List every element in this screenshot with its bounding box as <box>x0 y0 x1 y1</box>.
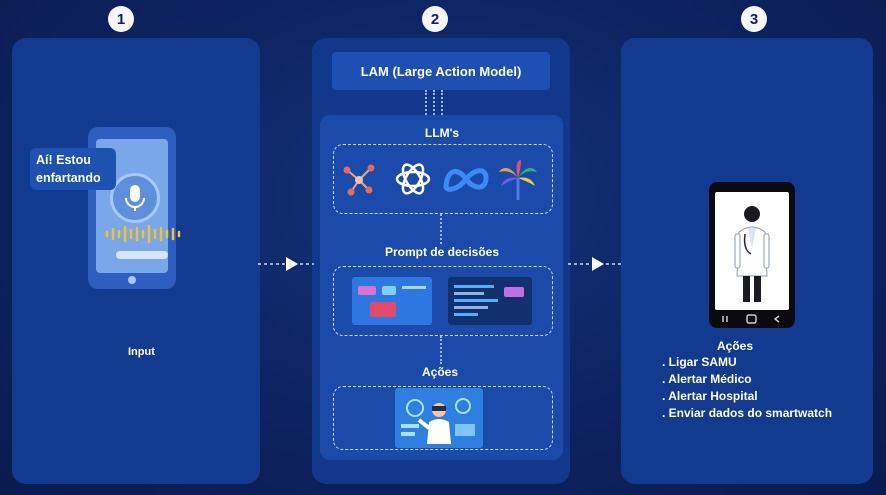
mistral-icon <box>343 164 375 196</box>
lam-title-box: LAM (Large Action Model) <box>332 52 550 90</box>
lam-title: LAM (Large Action Model) <box>360 63 522 79</box>
llm-icons-box <box>333 144 553 214</box>
step-2-badge: 2 <box>422 6 448 32</box>
doctor-icon <box>734 206 770 302</box>
connector <box>440 336 444 364</box>
actions-list: . Ligar SAMU . Alertar Médico . Alertar … <box>662 354 832 422</box>
openai-icon <box>395 163 431 195</box>
input-bar <box>116 251 168 259</box>
actions-box <box>333 386 553 450</box>
connector <box>425 90 429 115</box>
code-editor-icon <box>448 277 532 325</box>
arrow-right-icon <box>258 257 314 271</box>
actions-title: Ações <box>717 339 754 353</box>
action-item: . Ligar SAMU <box>662 355 737 369</box>
connector <box>440 214 444 244</box>
speech-line-2: enfartando <box>36 171 101 185</box>
code-window-icon <box>352 277 432 325</box>
connector <box>441 90 445 115</box>
soundwave-icon <box>105 225 181 243</box>
connector <box>433 90 437 115</box>
meta-icon <box>443 168 489 192</box>
engineer-illustration-icon <box>395 388 483 448</box>
smartphone-doctor-icon <box>709 182 795 328</box>
microphone-icon <box>110 173 160 223</box>
prompt-title: Prompt de decisões <box>384 245 500 259</box>
step-1-badge: 1 <box>108 6 134 32</box>
step-3-badge: 3 <box>741 6 767 32</box>
action-item: . Enviar dados do smartwatch <box>662 406 833 420</box>
action-item: . Alertar Médico <box>662 372 752 386</box>
llm-title: LLM's <box>424 126 460 140</box>
input-label: Input <box>128 346 155 358</box>
palm-icon <box>499 160 537 200</box>
actions-title-lam: Ações <box>421 365 459 379</box>
action-item: . Alertar Hospital <box>662 389 758 403</box>
arrow-right-icon <box>568 257 624 271</box>
phone-nav-icons <box>722 314 780 324</box>
speech-line-1: Aí! Estou <box>36 153 91 167</box>
smartphone-icon <box>88 127 176 289</box>
prompt-box <box>333 266 553 336</box>
speech-bubble: Aí! Estou enfartando <box>30 148 116 190</box>
